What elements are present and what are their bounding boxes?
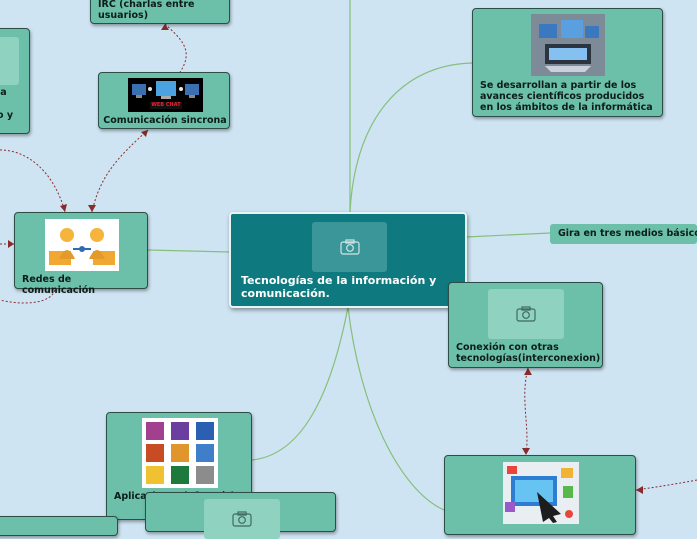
web-chat-icon: WEB CHAT [128,78,203,112]
link-central-redes [147,249,231,253]
node-avances-label: Se desarrollan a partir de los avances c… [480,80,653,113]
link-irc-comunicacion [164,23,187,73]
central-node[interactable]: Tecnologías de la información y comunica… [229,212,467,308]
node-bottom-center-image-placeholder [204,499,280,539]
node-redes-comunicacion[interactable]: Redes de comunicación [14,212,148,296]
link-central-bottom-right [347,306,445,511]
node-irc-label: IRC (charlas entre usuarios) [98,0,195,21]
node-left-partial-line1: ia [0,87,7,98]
arrow-irc [161,24,169,30]
central-title: Tecnologías de la información y comunica… [241,274,437,300]
camera-icon [232,511,252,527]
camera-icon [339,239,360,255]
link-left-redes [0,149,66,213]
arrow-comunicacion [141,130,148,137]
arrow-redes-side [8,240,14,248]
node-irc[interactable]: IRC (charlas entre usuarios) [90,0,230,24]
node-gira[interactable]: Gira en tres medios básicos [550,224,697,244]
camera-icon [516,306,536,322]
node-left-partial[interactable]: ia o y [0,28,30,134]
link-comunicacion-redes [91,129,149,213]
arrow-conexion [524,368,532,375]
node-bottom-left[interactable] [0,516,118,536]
node-bottom-right[interactable] [444,455,636,535]
link-central-gira [465,232,551,238]
technology-devices-icon [531,14,605,76]
node-left-partial-image [0,37,19,85]
node-avances[interactable]: Se desarrollan a partir de los avances c… [472,8,663,117]
node-comunicacion-sincrona[interactable]: WEB CHAT Comunicación sincrona [98,72,230,129]
link-bottom-right-off [635,479,697,491]
arrow-bottom-right [522,448,530,455]
central-image-placeholder [312,222,387,272]
office-apps-icon [142,418,218,488]
link-central-aplicaciones [251,306,349,461]
node-comunicacion-label: Comunicación sincrona [103,115,227,126]
web-chat-badge: WEB CHAT [151,102,181,108]
node-conexion-image-placeholder [488,289,564,339]
node-conexion-label: Conexión con otras tecnologías(intercone… [456,342,601,364]
node-left-partial-line2: o y [0,110,14,121]
link-redes-bottom [0,289,56,304]
arrow-redes-top [88,205,96,212]
link-conexion-bottom [524,367,529,456]
node-redes-label: Redes de comunicación [22,274,96,296]
digital-media-icon [503,462,579,524]
network-people-icon [45,219,119,271]
node-bottom-center[interactable] [145,492,336,539]
arrow-redes-left [60,204,67,212]
node-conexion[interactable]: Conexión con otras tecnologías(intercone… [448,282,603,368]
link-central-avances [349,62,473,213]
arrow-offscreen [636,486,643,494]
